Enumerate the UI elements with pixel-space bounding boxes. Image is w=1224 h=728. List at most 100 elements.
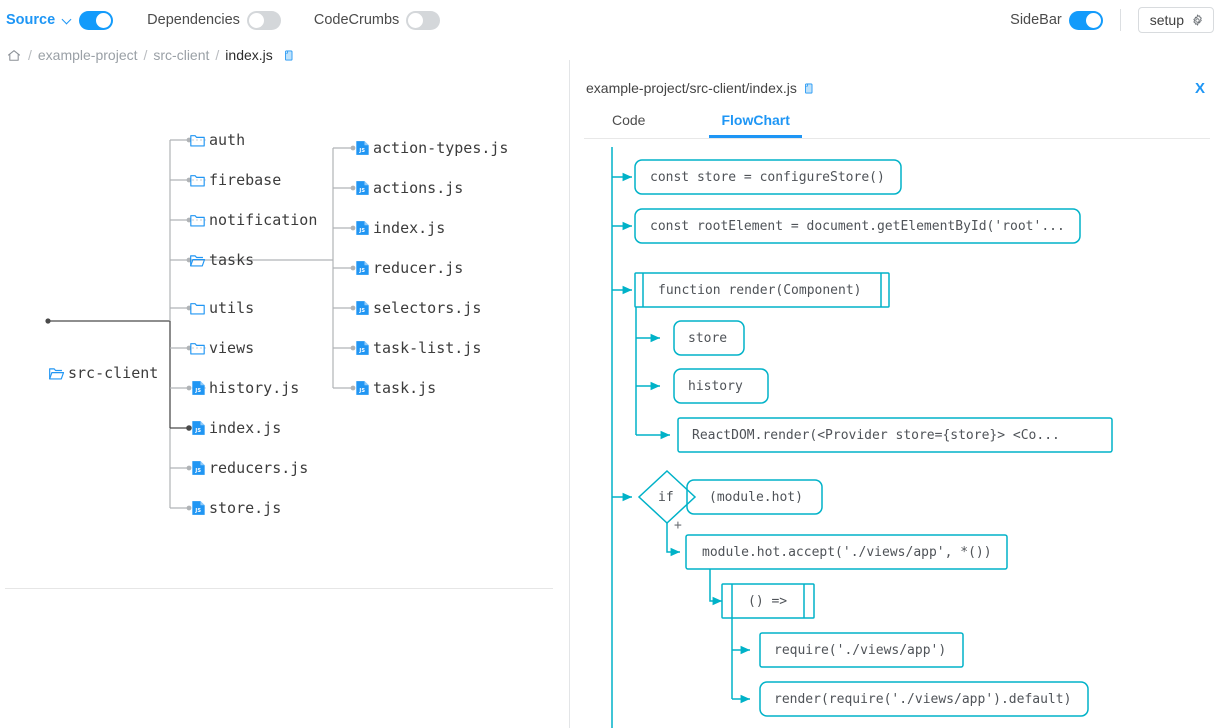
source-toggle[interactable] [79,10,114,30]
dependencies-toggle[interactable] [246,10,281,30]
svg-text:JS: JS [194,468,201,474]
tree-node-label: utils [209,299,255,317]
tree-node-label: history.js [209,379,300,397]
branch-marker-plus: + [674,518,682,533]
source-label[interactable]: Source [6,12,56,28]
gear-icon [1193,13,1202,26]
flowchart-canvas: const store = configureStore() const roo… [570,139,1224,728]
tree-connectors [45,137,356,511]
folder-open-icon [190,254,206,267]
tree-node-selectors-js[interactable]: JS selectors.js [355,299,481,317]
js-file-icon: JS [356,141,369,155]
flow-node-const-store[interactable]: const store = configureStore() [650,169,885,185]
tree-node-notification[interactable]: notification [189,211,317,229]
setup-button[interactable]: setup [1137,7,1214,33]
tree-node-auth[interactable]: auth [189,131,245,149]
breadcrumb-item-src-client[interactable]: src-client [153,47,210,63]
svg-text:JS: JS [358,308,365,314]
source-control: Source [6,10,114,30]
tree-node-label: selectors.js [373,299,482,317]
svg-text:JS: JS [194,508,201,514]
toolbar-divider [1119,9,1121,31]
chevron-down-icon[interactable] [63,15,72,24]
js-file-icon: JS [192,421,205,435]
breadcrumb-separator-1: / [143,47,148,63]
setup-button-label: setup [1149,12,1184,28]
toggle-knob [408,12,424,28]
tree-node-index-js[interactable]: JS index.js [191,419,281,437]
breadcrumb-item-index-js[interactable]: index.js [225,47,273,63]
panel-divider [569,60,570,728]
js-file-icon: JS [192,501,205,515]
sidebar-toggle[interactable] [1068,10,1103,30]
tree-node-label: task.js [373,379,437,397]
flow-node-require-views-app[interactable]: require('./views/app') [774,642,947,658]
sidebar-label: SideBar [1010,12,1062,28]
tab-code[interactable]: Code [612,112,646,128]
folder-icon [190,174,205,187]
svg-text:JS: JS [358,268,365,274]
folder-open-icon [49,367,65,380]
flow-node-module-hot-accept[interactable]: module.hot.accept('./views/app', *()) [702,544,992,560]
folder-icon [190,342,205,355]
tree-node-task-js[interactable]: JS task.js [355,379,436,397]
detail-panel-header: example-project/src-client/index.js X [570,70,1224,106]
flow-node-if[interactable]: if [658,489,674,505]
tree-node-firebase[interactable]: firebase [189,171,281,189]
flow-node-store[interactable]: store [688,330,728,346]
folder-icon [190,302,205,315]
file-tree-panel: src-client auth firebase notification [0,70,570,728]
tree-node-label: reducers.js [209,459,309,477]
tree-node-reducer-js[interactable]: JS reducer.js [355,259,463,277]
copy-icon[interactable] [282,48,295,63]
svg-text:JS: JS [194,388,201,394]
flow-node-module-hot-condition[interactable]: (module.hot) [709,489,803,505]
svg-text:JS: JS [358,388,365,394]
tree-node-history-js[interactable]: JS history.js [191,379,299,397]
toggle-knob [248,12,264,28]
breadcrumb-item-example-project[interactable]: example-project [37,47,138,63]
tree-node-level2-index-js[interactable]: JS index.js [355,219,445,237]
flow-node-function-render[interactable]: function render(Component) [658,282,862,298]
tree-node-task-list-js[interactable]: JS task-list.js [355,339,481,357]
js-file-icon: JS [356,301,369,315]
js-file-icon: JS [356,341,369,355]
home-icon[interactable] [6,48,22,63]
tree-node-label: firebase [209,171,282,189]
tree-node-label: index.js [209,419,282,437]
tree-node-actions-js[interactable]: JS actions.js [355,179,463,197]
tree-node-utils[interactable]: utils [189,299,254,317]
tree-node-label: task-list.js [373,339,482,357]
tree-node-label: action-types.js [373,139,509,157]
codecrumbs-label: CodeCrumbs [313,12,400,28]
detail-panel: example-project/src-client/index.js X Co… [570,70,1224,728]
tree-node-src-client[interactable]: src-client [48,364,158,382]
flowchart-shapes [611,147,1113,728]
tree-node-tasks[interactable]: tasks [189,251,254,269]
flow-node-reactdom-render[interactable]: ReactDOM.render(<Provider store={store}>… [692,427,1060,443]
tree-node-action-types-js[interactable]: JS action-types.js [355,139,508,157]
flow-node-arrow-function[interactable]: () => [748,593,788,609]
close-panel-button[interactable]: X [1194,79,1205,97]
flow-node-render-require-default[interactable]: render(require('./views/app').default) [774,691,1072,707]
breadcrumb: / example-project / src-client / index.j… [0,40,1224,70]
tree-node-label: notification [209,211,318,229]
svg-text:JS: JS [358,148,365,154]
flow-node-history[interactable]: history [688,378,743,394]
svg-text:JS: JS [358,348,365,354]
tree-node-reducers-js[interactable]: JS reducers.js [191,459,308,477]
tree-node-label: views [209,339,255,357]
dependencies-control: Dependencies [147,10,281,30]
toggle-knob [96,12,112,28]
tree-node-label: store.js [209,499,282,517]
flow-node-const-root-element[interactable]: const rootElement = document.getElementB… [650,218,1065,234]
tree-node-store-js[interactable]: JS store.js [191,499,281,517]
detail-panel-tabs: Code FlowChart [570,106,1224,138]
js-file-icon: JS [356,221,369,235]
tree-node-views[interactable]: views [189,339,254,357]
copy-icon[interactable] [802,81,815,96]
tab-flowchart[interactable]: FlowChart [709,112,802,138]
codecrumbs-toggle[interactable] [406,10,441,30]
tree-node-label: src-client [68,364,159,382]
